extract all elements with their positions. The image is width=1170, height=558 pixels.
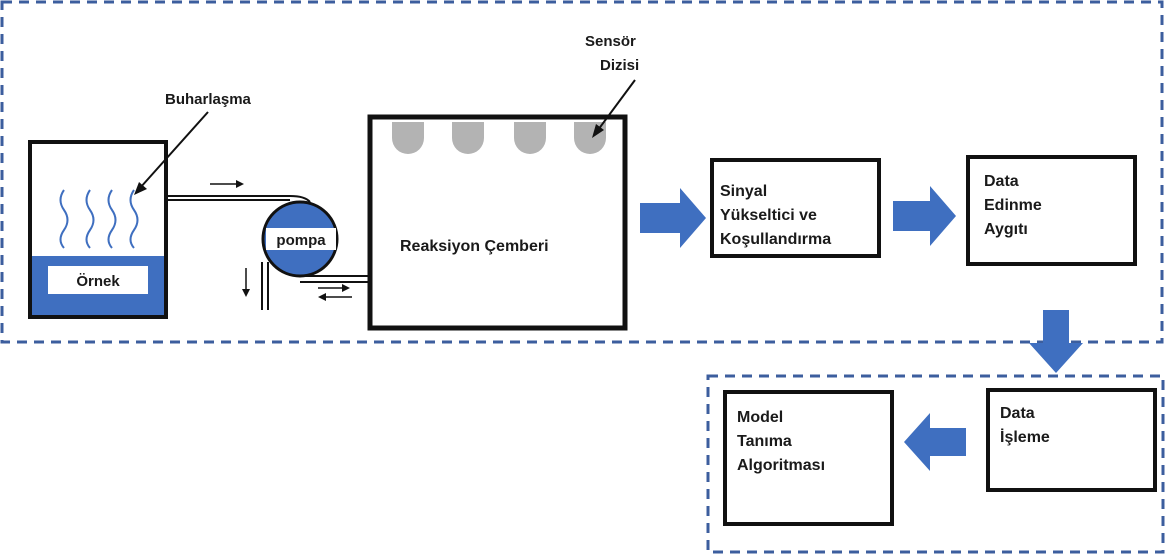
flow-arrow-acquisition-to-processing — [1029, 310, 1083, 373]
sensor-array-label-line2: Dizisi — [600, 57, 639, 74]
evaporation-pointer — [139, 111, 209, 189]
flow-arrow-right — [318, 284, 350, 292]
vapor-squiggle — [85, 189, 95, 249]
flow-arrow-right — [210, 180, 244, 188]
flow-arrow-down — [242, 268, 250, 297]
pump-label-box — [266, 228, 336, 250]
reaction-chamber-label: Reaksiyon Çemberi — [400, 238, 549, 255]
flow-arrow-signal-to-acquisition — [893, 186, 956, 246]
data-acquisition-label: Data Edinme Aygıtı — [984, 173, 1042, 238]
pattern-recognition-box — [723, 390, 894, 526]
data-processing-label: Data İşleme — [1000, 405, 1050, 446]
flow-arrow-chamber-to-signal — [640, 188, 706, 248]
sample-container: Örnek — [28, 140, 168, 319]
vapor-squiggle — [129, 189, 139, 249]
flow-arrow-left — [318, 293, 352, 301]
sensor-pointer — [597, 79, 636, 131]
flow-arrow-processing-to-recognition — [904, 413, 966, 471]
signal-conditioning-box — [710, 158, 881, 258]
data-processing-box — [986, 388, 1157, 492]
evaporation-label: Buharlaşma — [165, 91, 252, 108]
sensor — [392, 122, 424, 154]
sensor-array-label-line1: Sensör — [585, 33, 636, 50]
tubing — [166, 195, 372, 310]
data-acquisition-box — [966, 155, 1137, 266]
evaporation-pointer-head — [134, 182, 147, 195]
sensor — [452, 122, 484, 154]
signal-conditioning-label: Sinyal Yükseltici ve Koşullandırma — [720, 183, 832, 248]
sensor-pointer-head — [592, 124, 604, 138]
sample-label: Örnek — [76, 273, 120, 290]
upper-dashed-boundary — [0, 0, 1164, 344]
pattern-recognition-label: Model Tanıma Algoritması — [737, 409, 826, 474]
vapor-squiggle — [107, 189, 117, 249]
sample-label-box — [48, 266, 148, 294]
sensor — [514, 122, 546, 154]
pump-label: pompa — [276, 232, 326, 249]
lower-dashed-boundary — [706, 374, 1165, 554]
reaction-chamber: Reaksiyon Çemberi — [367, 114, 628, 331]
pump: pompa — [261, 200, 339, 278]
vapor-squiggle — [59, 189, 69, 249]
